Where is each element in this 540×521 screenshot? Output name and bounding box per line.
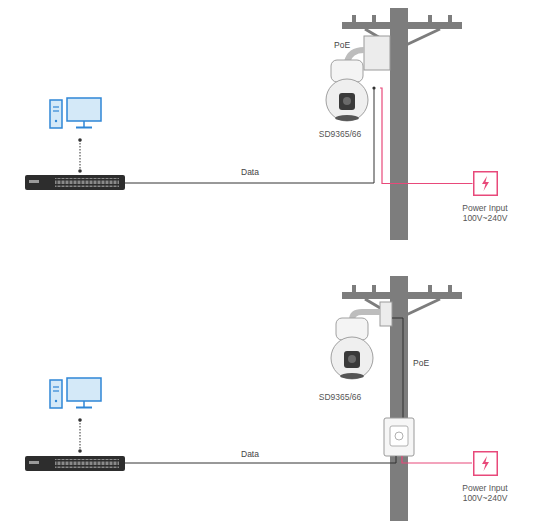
- poe-label: PoE: [412, 358, 430, 368]
- power-icon: [473, 451, 498, 476]
- power-cable: [380, 88, 473, 184]
- power-input-node: Power Input 100V~240V: [450, 451, 520, 503]
- camera-node: SD9365/66: [300, 312, 380, 402]
- power-icon-graphic: [473, 451, 498, 476]
- model-label: SD9365/66: [319, 392, 362, 402]
- data-label: Data: [240, 167, 260, 177]
- power-input-node: Power Input 100V~240V: [450, 171, 520, 223]
- power-icon: [473, 171, 498, 196]
- model-label: SD9365/66: [319, 129, 362, 139]
- power-label: Power Input 100V~240V: [459, 203, 511, 223]
- power-label: Power Input 100V~240V: [459, 483, 511, 503]
- power-icon-graphic: [473, 171, 498, 196]
- poe-label: PoE: [333, 40, 351, 50]
- camera-node: SD9365/66: [300, 55, 380, 139]
- data-label: Data: [240, 449, 260, 459]
